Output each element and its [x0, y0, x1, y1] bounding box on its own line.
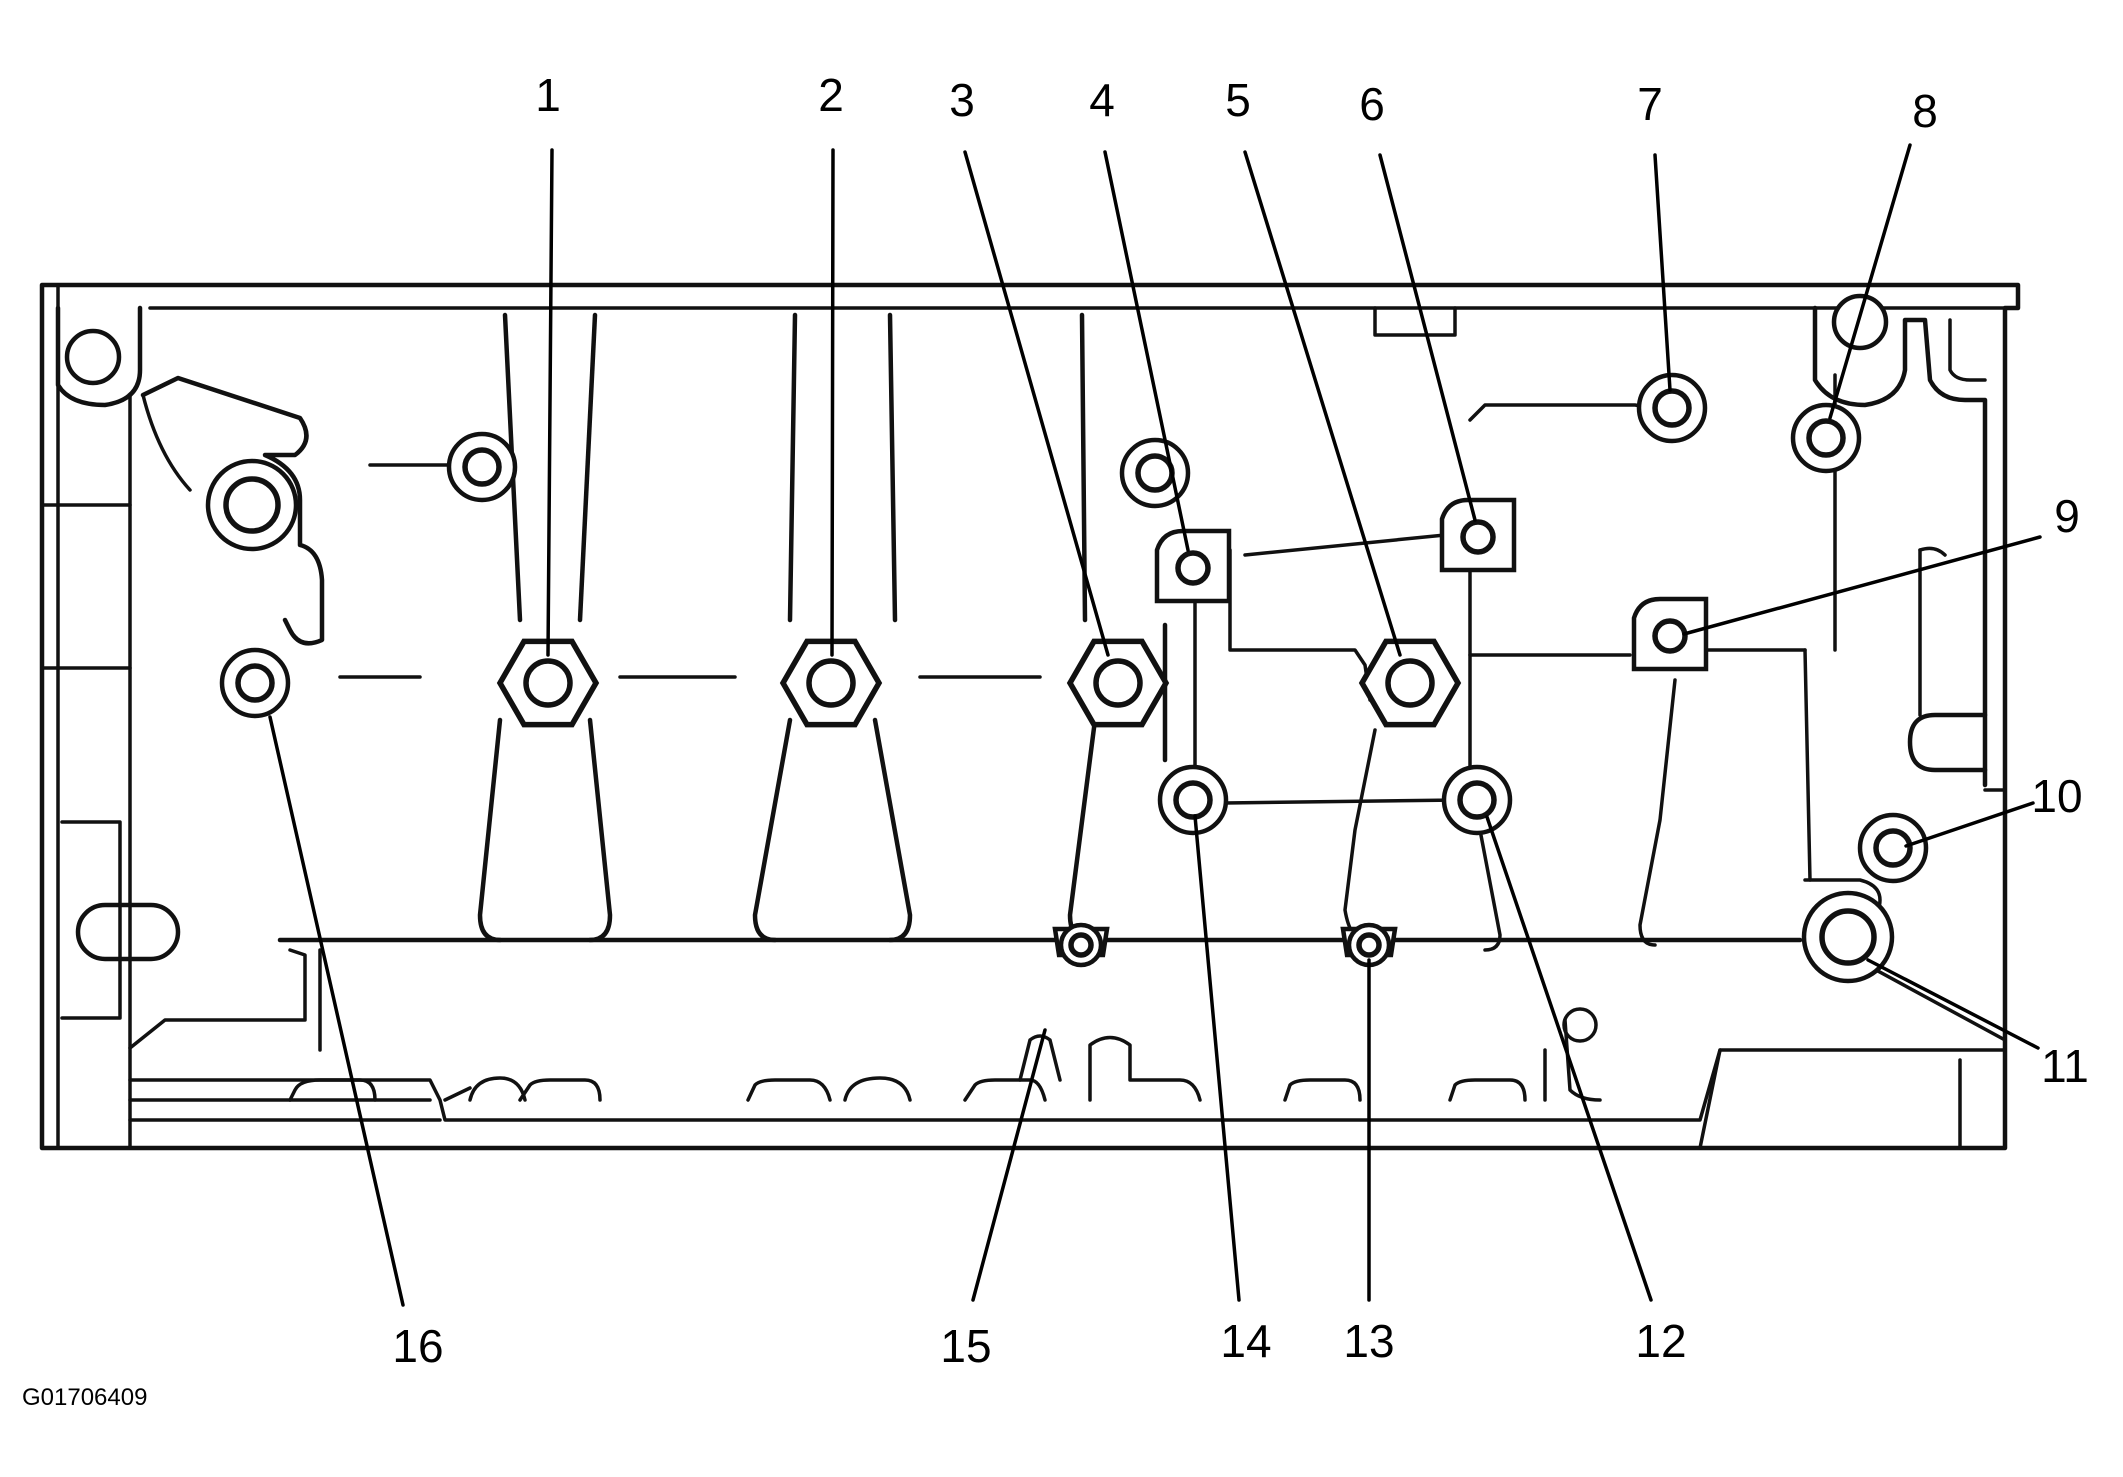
callout-12: 12 — [1635, 1315, 1686, 1367]
callout-13: 13 — [1343, 1315, 1394, 1367]
callout-7: 7 — [1637, 78, 1663, 130]
callout-15: 15 — [940, 1320, 991, 1372]
bolt-extra-wing-marker — [205, 458, 299, 552]
bolt-12-marker — [1441, 764, 1513, 836]
callout-16: 16 — [392, 1320, 443, 1372]
leader-5 — [1243, 150, 1402, 657]
callout-5: 5 — [1225, 74, 1251, 126]
bolt-extra-small-a-marker — [446, 431, 518, 503]
leader-7 — [1653, 153, 1672, 392]
callout-11: 11 — [2041, 1040, 2089, 1092]
bolt-7-marker — [1636, 372, 1708, 444]
leader-11 — [1866, 958, 2040, 1050]
callout-8: 8 — [1912, 85, 1938, 137]
bolt-14-marker — [1157, 764, 1229, 836]
bolt-3-marker — [1066, 638, 1170, 728]
bolt-13-marker — [1340, 922, 1398, 968]
leader-15 — [971, 1028, 1047, 1302]
leader-9 — [1682, 535, 2042, 636]
callout-4: 4 — [1089, 74, 1115, 126]
callout-14: 14 — [1220, 1315, 1271, 1367]
bolt-8-marker — [1790, 402, 1862, 474]
callout-3: 3 — [949, 74, 975, 126]
leader-10 — [1904, 801, 2035, 848]
leader-3 — [963, 150, 1110, 657]
callout-10: 10 — [2031, 770, 2082, 822]
leader-2 — [830, 148, 835, 657]
callout-9: 9 — [2054, 490, 2080, 542]
callout-2: 2 — [818, 69, 844, 121]
bolt-11-marker — [1801, 890, 1895, 984]
bolt-2-marker — [779, 638, 883, 728]
leader-1 — [546, 148, 554, 657]
bolt-extra-topright-marker — [1831, 293, 1889, 351]
bolt-4-marker — [1154, 528, 1232, 604]
bolt-extra-topleft-marker — [64, 328, 122, 386]
leader-4 — [1103, 150, 1190, 552]
callout-6: 6 — [1359, 78, 1385, 130]
leader-16 — [268, 715, 405, 1307]
leader-6 — [1378, 153, 1477, 522]
bolt-9-marker — [1631, 596, 1709, 672]
bolt-6-marker — [1439, 497, 1517, 573]
bolt-markers — [64, 293, 1929, 984]
leader-12 — [1485, 815, 1653, 1302]
bolt-1-marker — [496, 638, 600, 728]
callout-labels: 1 2 3 4 5 6 7 8 9 10 11 12 13 14 15 16 — [392, 69, 2088, 1372]
callout-1: 1 — [535, 69, 561, 121]
bolt-5-marker — [1358, 638, 1462, 728]
leader-14 — [1193, 814, 1241, 1302]
bolt-10-marker — [1857, 812, 1929, 884]
callout-leader-lines — [268, 143, 2042, 1307]
bolt-16-marker — [219, 647, 291, 719]
leader-8 — [1828, 143, 1912, 420]
bolt-15-marker — [1052, 922, 1110, 968]
figure-id-label: G01706409 — [22, 1384, 147, 1411]
